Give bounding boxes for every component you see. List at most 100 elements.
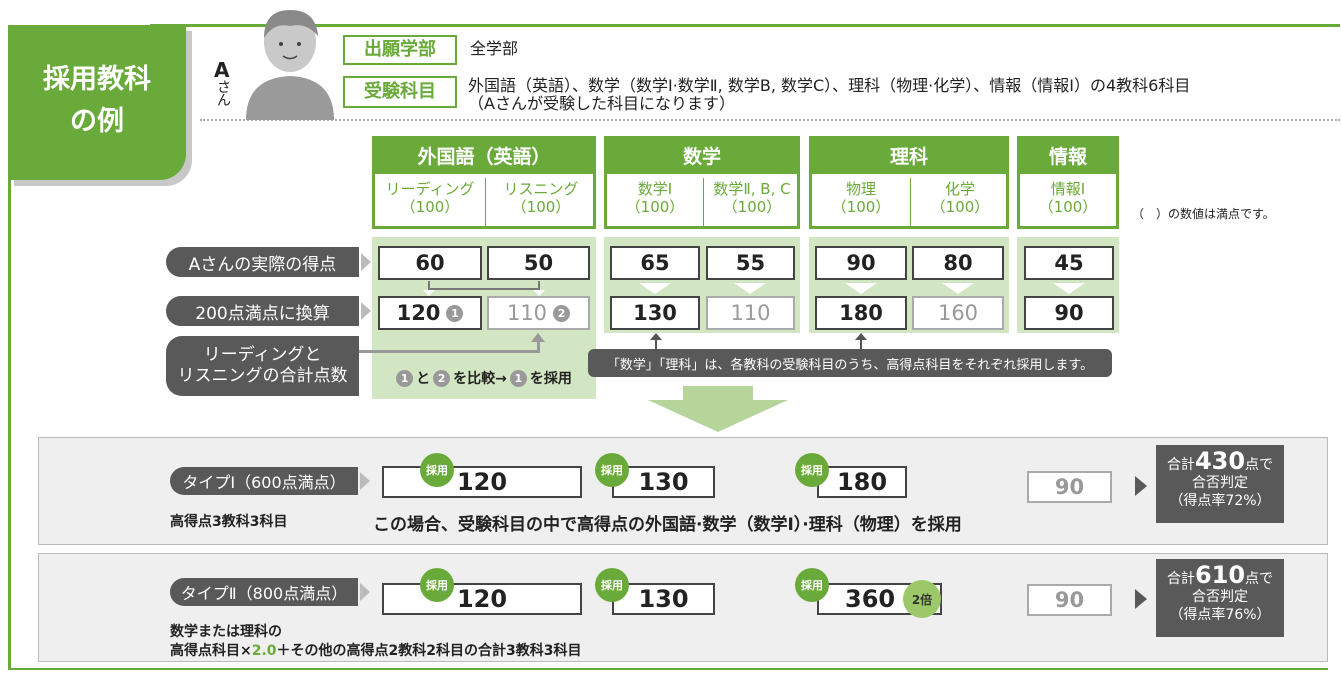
connector-line: [655, 336, 657, 350]
score-converted-reading: 120 1: [378, 296, 482, 330]
avatar-icon: [246, 10, 334, 120]
subject-name: 化学: [944, 180, 975, 198]
frame-left-border: [8, 170, 11, 670]
subject-name: リスニング: [503, 180, 579, 198]
compare-text: を採用: [529, 371, 572, 387]
subjects-label: 受験科目: [343, 76, 457, 108]
subject-cell-math1: 数学Ⅰ （100）: [607, 180, 703, 216]
sum-label-line1: リーディングと: [203, 345, 322, 365]
subject-cells-math: 数学Ⅰ （100） 数学Ⅱ, B, C （100）: [604, 174, 800, 229]
adopt-badge: 採用: [795, 453, 829, 487]
total-rate: （得点率72%）: [1169, 493, 1271, 509]
type1-value-info: 90: [1027, 471, 1112, 503]
subject-cells-info: 情報Ⅰ （100）: [1017, 174, 1119, 229]
adopt-badge: 採用: [420, 568, 454, 602]
subjects-value-line1: 外国語（英語）、数学（数学Ⅰ·数学Ⅱ, 数学B, 数学C）、理科（物理·化学）、…: [468, 76, 1191, 95]
bracket-line: [428, 288, 540, 290]
down-arrow-icon: [1053, 283, 1085, 294]
marker-1-icon: 1: [509, 369, 527, 387]
down-arrow-icon: [845, 283, 877, 294]
type2-value-math: 130: [612, 583, 715, 615]
subject-max: （100）: [1038, 198, 1098, 216]
down-arrow-icon: [639, 283, 671, 294]
total-value: 430: [1194, 447, 1246, 475]
dotted-divider: [200, 119, 1340, 121]
arrow-right-icon: [361, 302, 371, 320]
total-rate: （得点率76%）: [1169, 607, 1271, 623]
faculty-label: 出願学部: [343, 35, 457, 65]
subject-max: （100）: [722, 198, 782, 216]
tag-line-1: 採用教科: [43, 64, 151, 95]
big-down-arrow-icon: [648, 386, 788, 432]
subject-cell-physics: 物理 （100）: [812, 180, 910, 216]
subject-name: 物理: [845, 180, 876, 198]
subject-header-math: 数学: [604, 136, 800, 174]
compare-text: を比較→: [453, 371, 507, 387]
adopt-badge: 採用: [420, 453, 454, 487]
score-actual-listening: 50: [487, 246, 590, 280]
compare-text: と: [416, 371, 431, 387]
score-converted-math1: 130: [610, 296, 700, 330]
type1-label: タイプⅠ（600点満点）: [170, 467, 358, 495]
down-arrow-icon: [423, 290, 435, 296]
adopt-badge: 採用: [795, 568, 829, 602]
subject-max: （100）: [831, 198, 891, 216]
total-prefix: 合計: [1166, 457, 1195, 473]
arrow-right-icon: [360, 583, 370, 601]
full-score-note: （ ）の数値は満点です。: [1132, 207, 1275, 221]
score-actual-math2bc: 55: [706, 246, 795, 280]
subject-max: （100）: [511, 198, 571, 216]
score-converted-chemistry: 160: [912, 296, 1004, 330]
subject-max: （100）: [930, 198, 990, 216]
faculty-value: 全学部: [470, 39, 519, 58]
play-arrow-icon: [1135, 589, 1147, 609]
score-converted-math2bc: 110: [706, 296, 795, 330]
subject-cells-english: リーディング （100） リスニング （100）: [372, 174, 596, 229]
adopt-badge: 採用: [595, 453, 629, 487]
down-arrow-icon: [533, 290, 545, 296]
marker-2-icon: 2: [433, 369, 451, 387]
score-converted-physics: 180: [815, 296, 907, 330]
type1-value-english: 120: [382, 466, 582, 498]
score-actual-chemistry: 80: [912, 246, 1004, 280]
down-arrow-icon: [942, 283, 974, 294]
subject-cell-math2bc: 数学Ⅱ, B, C （100）: [704, 180, 800, 216]
subject-name: 数学Ⅱ, B, C: [713, 180, 791, 198]
tag-line-2: の例: [70, 106, 124, 137]
double-badge: 2倍: [903, 580, 941, 618]
subject-name: 数学Ⅰ: [637, 180, 673, 198]
sum-score-label: リーディングと リスニングの合計点数: [166, 336, 359, 396]
connector-line: [359, 350, 539, 353]
type1-total: 合計430点で 合否判定 （得点率72%）: [1156, 445, 1284, 523]
score-converted-listening: 110 2: [487, 296, 590, 330]
subject-cell-info1: 情報Ⅰ （100）: [1020, 180, 1116, 216]
subject-cell-reading: リーディング （100）: [375, 180, 485, 216]
subject-cell-chemistry: 化学 （100）: [911, 180, 1009, 216]
subject-max: （100）: [625, 198, 685, 216]
score-actual-math1: 65: [610, 246, 700, 280]
connector-line: [537, 335, 540, 353]
bracket-line: [428, 281, 430, 289]
score-actual-info: 45: [1024, 246, 1114, 280]
marker-1-icon: 1: [446, 304, 464, 322]
total-judge: 合否判定: [1192, 475, 1248, 491]
type2-description-line1: 数学または理科の: [170, 624, 282, 640]
score-value: 120: [396, 301, 441, 325]
total-judge: 合否判定: [1192, 589, 1248, 605]
marker-1-icon: 1: [396, 369, 414, 387]
subject-name: リーディング: [385, 180, 475, 198]
connector-line: [860, 336, 862, 350]
type2-value-info: 90: [1027, 584, 1112, 616]
arrow-right-icon: [361, 253, 371, 271]
subject-cell-listening: リスニング （100）: [486, 180, 596, 216]
frame-top-border: [150, 24, 1340, 27]
converted-score-label: 200点満点に換算: [166, 296, 359, 326]
total-suffix: 点で: [1245, 571, 1274, 587]
subjects-value-line2: （Aさんが受験した科目になります）: [468, 94, 735, 113]
section-tag: 採用教科 の例: [8, 25, 186, 180]
desc-text: ＋その他の高得点2教科2科目の合計3教科3科目: [276, 643, 582, 659]
type1-description: 高得点3教科3科目: [170, 514, 288, 530]
marker-2-icon: 2: [553, 304, 571, 322]
frame-bottom-border: [8, 668, 1328, 670]
desc-text: 高得点科目×: [170, 643, 252, 659]
